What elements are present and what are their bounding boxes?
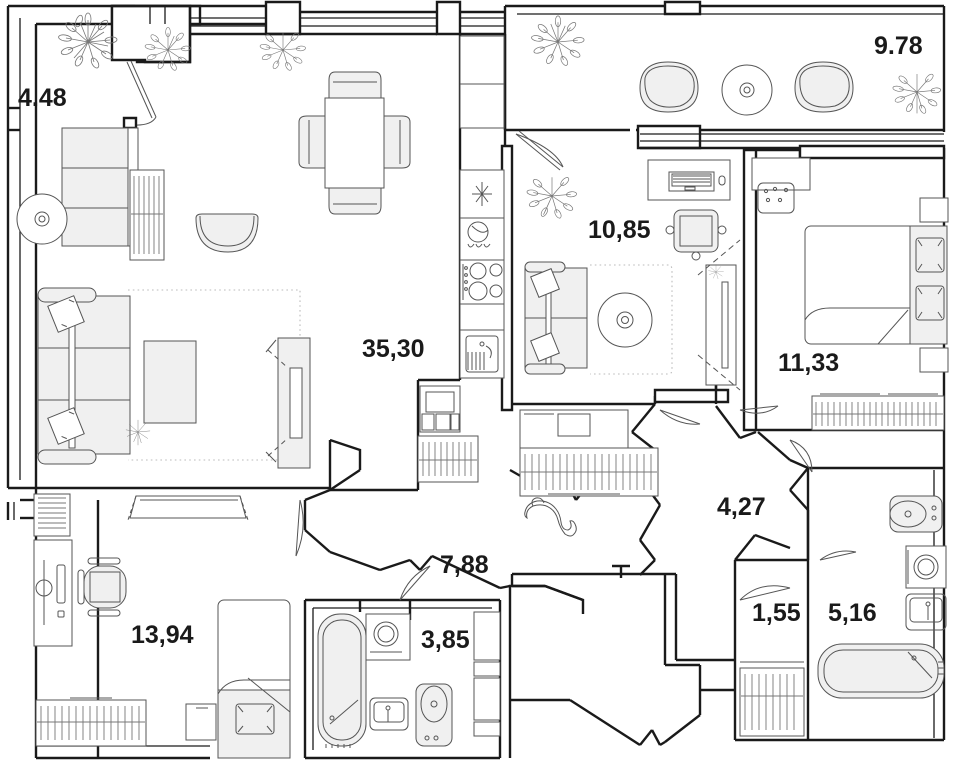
hall-features: [519, 405, 779, 537]
armchair-balcony: [639, 61, 699, 113]
door-bedroom2: [295, 499, 304, 557]
sideboard: [61, 127, 139, 247]
closet-furniture: [739, 585, 805, 737]
tv-unit: [265, 337, 311, 469]
sofa-3seat: [37, 287, 131, 465]
balcony-right-structure: [503, 124, 944, 171]
office-chair-bedroom2: [77, 557, 127, 617]
washing-machine-small: [365, 613, 411, 661]
plant-decor: [531, 15, 585, 66]
pillow: [915, 285, 945, 321]
area-label-hall-main: 4,27: [717, 493, 766, 521]
nightstand: [919, 347, 949, 373]
radiator-closet: [739, 661, 805, 737]
radiator-left: [129, 169, 165, 261]
cat-figure: [524, 497, 577, 537]
balcony-door-left: [122, 60, 157, 130]
dining-chair: [383, 115, 411, 169]
desk-study: [647, 159, 731, 201]
pillow: [530, 332, 560, 362]
cooktop-4burner: [459, 259, 505, 305]
laptop-icon: [668, 171, 726, 192]
study-furniture: [524, 157, 811, 391]
door-hall-to-bedroom: [739, 405, 779, 414]
armchair-balcony: [794, 61, 854, 113]
area-label-balcony-left: 4.48: [18, 84, 67, 112]
door-bathroom-small: [399, 565, 431, 601]
pillow: [235, 703, 275, 735]
side-table-round: [16, 193, 68, 245]
washing-machine-main: [905, 545, 947, 589]
dining-chair: [328, 187, 382, 215]
kitchen-sink: [459, 329, 505, 379]
area-label-balcony-right: 9.78: [874, 32, 923, 60]
area-label-bedroom-main: 11,33: [778, 349, 840, 377]
office-chair-study: [665, 209, 727, 261]
area-label-living-kitchen: 35,30: [362, 335, 425, 363]
cabinet-dishes: [459, 217, 505, 261]
refrigerator: [459, 169, 505, 219]
single-bed: [217, 599, 291, 759]
toilet-small: [415, 683, 453, 747]
window-markers: [149, 6, 166, 24]
round-table-balcony: [721, 64, 773, 116]
bathtub-small: [317, 613, 367, 748]
shelf-bedroom2: [127, 495, 249, 521]
pillow: [47, 407, 85, 445]
pillow: [530, 268, 560, 298]
door-hall-to-study: [659, 409, 701, 425]
area-label-closet: 1,55: [752, 599, 801, 627]
door-bathroom-main: [819, 550, 857, 561]
dining-table: [324, 97, 385, 189]
radiator-corridor: [417, 435, 479, 483]
balcony-right-furniture: [531, 15, 942, 116]
pillow: [47, 295, 85, 333]
radiator-hall: [519, 447, 659, 497]
plant-decor-group-left: [58, 12, 306, 71]
bathtub-main: [817, 643, 945, 699]
cabinet-lower: [419, 385, 461, 433]
area-label-bathroom-main: 5,16: [828, 599, 877, 627]
sink-small: [369, 697, 409, 731]
door-bedroom-main: [789, 439, 813, 473]
door-closet: [739, 585, 791, 601]
area-label-bedroom-second: 13,94: [131, 621, 194, 649]
sink-main: [905, 593, 947, 631]
double-bed: [804, 225, 948, 345]
toilet-main: [889, 495, 943, 533]
dining-chair: [298, 115, 326, 169]
plant-decor: [125, 419, 151, 446]
armchair-left: [195, 213, 259, 253]
storage-hall: [519, 409, 629, 449]
plant-decor: [892, 73, 942, 114]
walls-outer: [6, 0, 946, 490]
area-label-corridor: 7,88: [440, 551, 489, 579]
area-label-room-study: 10,85: [588, 216, 651, 244]
pillow: [915, 237, 945, 273]
sofa-2seat-study: [524, 261, 588, 375]
area-label-bathroom-small: 3,85: [421, 626, 470, 654]
counter-storage: [751, 157, 811, 214]
radiator-bedroom2-bottom: [35, 697, 147, 747]
nightstand-bedroom2: [185, 703, 217, 741]
bathroom-main-furniture: [817, 495, 947, 699]
kitchen-units: [417, 35, 505, 483]
round-coffee-table-study: [597, 292, 653, 348]
desk-bedroom2: [33, 539, 73, 647]
bathroom-small-furniture: [317, 565, 501, 748]
bedroom-main-furniture: [789, 197, 949, 473]
radiator-bedroom2-top: [33, 493, 71, 537]
shelf-unit-bathroom-small: [473, 611, 501, 737]
nightstand: [919, 197, 949, 223]
wardrobe-study: [697, 239, 741, 391]
plant-decor: [526, 177, 577, 219]
dining-chair: [328, 71, 382, 99]
wardrobe-bedroom-main: [811, 393, 945, 431]
living-room-furniture: [16, 71, 411, 469]
bedroom-second-furniture: [33, 493, 304, 759]
coffee-table: [143, 340, 197, 424]
